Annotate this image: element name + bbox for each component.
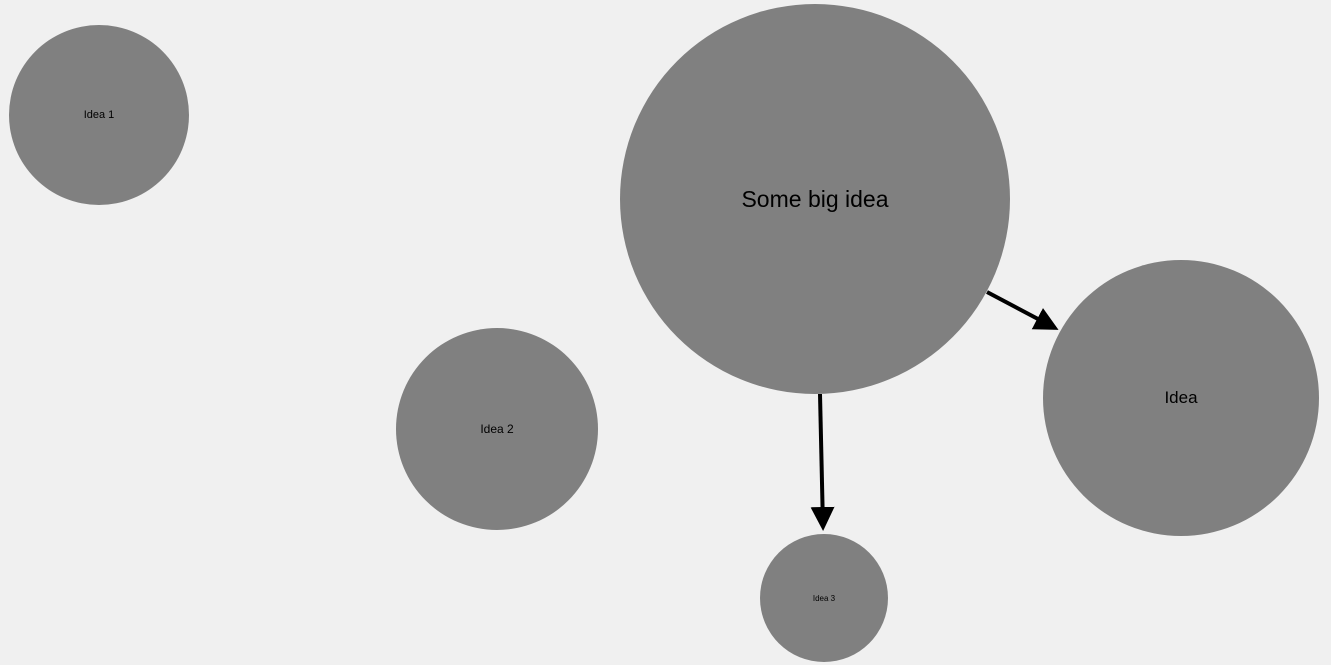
node-idea-3[interactable]: Idea 3 [760, 534, 888, 662]
node-label: Idea 1 [83, 109, 115, 121]
edge-big-to-idea[interactable] [986, 290, 1059, 330]
edge-big-to-idea3[interactable] [810, 393, 835, 531]
node-label: Some big idea [741, 185, 889, 212]
node-idea-1[interactable]: Idea 1 [9, 25, 189, 205]
node-idea-2[interactable]: Idea 2 [396, 328, 598, 530]
node-idea[interactable]: Idea [1043, 260, 1319, 536]
node-label: Idea 3 [812, 593, 836, 603]
node-some-big-idea[interactable]: Some big idea [620, 4, 1010, 394]
node-label: Idea [1164, 388, 1198, 407]
node-label: Idea 2 [480, 422, 514, 436]
